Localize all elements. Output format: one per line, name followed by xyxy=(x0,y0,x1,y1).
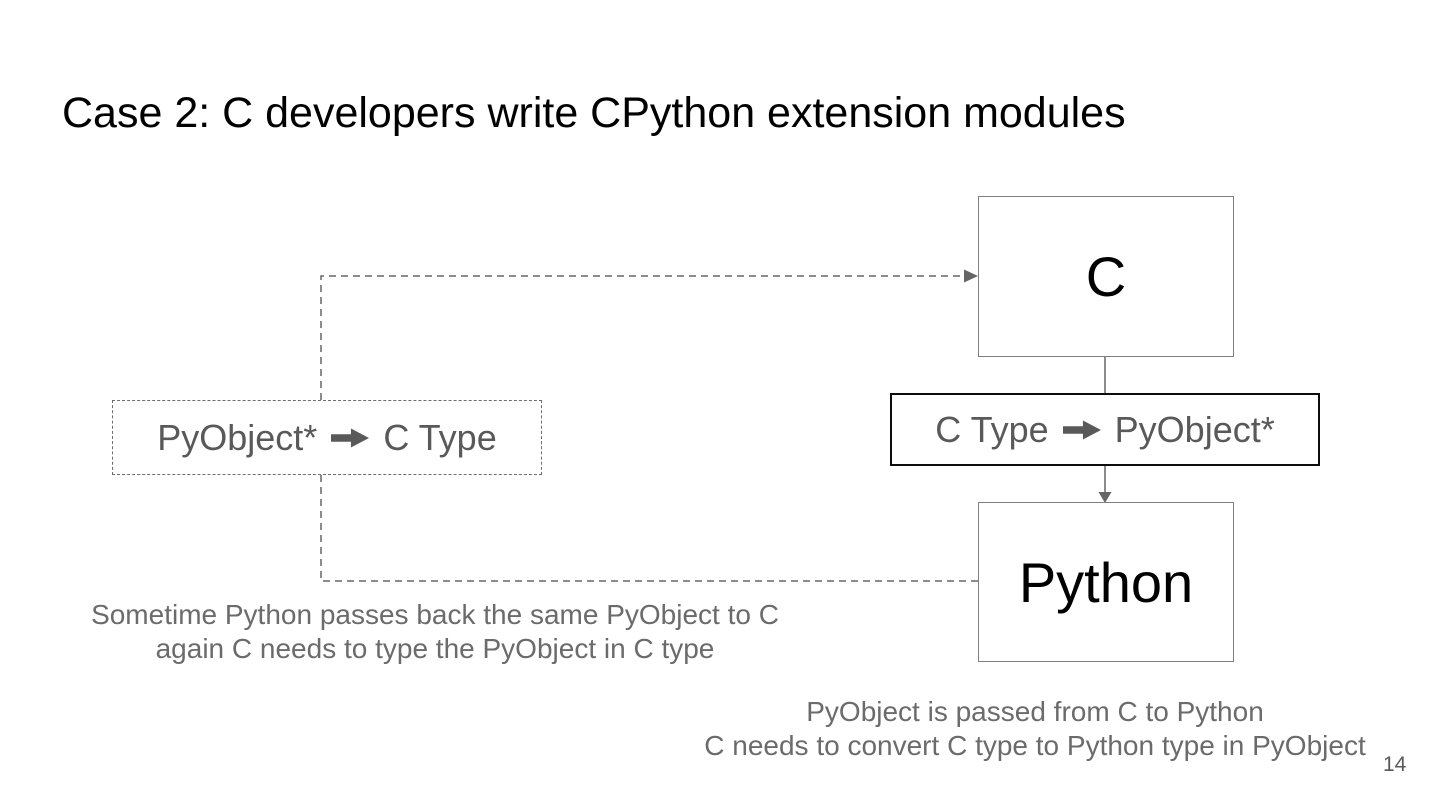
node-python: Python xyxy=(978,502,1234,662)
node-ctype-to-pyobject: C Type PyObject* xyxy=(890,393,1320,466)
caption-line: again C needs to type the PyObject in C … xyxy=(155,633,715,664)
slide-title: Case 2: C developers write CPython exten… xyxy=(62,89,1126,137)
node-c: C xyxy=(978,196,1234,357)
caption-line: Sometime Python passes back the same PyO… xyxy=(91,599,779,630)
caption-pyobject-passed: PyObject is passed from C to Python C ne… xyxy=(685,695,1385,763)
right-arrow-icon xyxy=(331,426,370,450)
dashed-connector-python-to-conversion xyxy=(320,475,978,582)
ctype-to-pyobject-left-label: C Type xyxy=(935,408,1049,450)
caption-line: PyObject is passed from C to Python xyxy=(806,696,1264,727)
caption-python-passes-back: Sometime Python passes back the same PyO… xyxy=(85,598,785,666)
page-number: 14 xyxy=(1383,753,1407,776)
right-arrow-icon xyxy=(1062,418,1101,442)
node-pyobject-to-ctype: PyObject* C Type xyxy=(112,400,542,475)
arrowhead-into-c-icon xyxy=(964,269,978,283)
node-c-label: C xyxy=(1085,245,1127,308)
ctype-to-pyobject-right-label: PyObject* xyxy=(1114,408,1275,450)
pyobject-to-ctype-right-label: C Type xyxy=(383,416,497,458)
node-python-label: Python xyxy=(1018,550,1194,614)
caption-line: C needs to convert C type to Python type… xyxy=(704,730,1366,761)
pyobject-to-ctype-left-label: PyObject* xyxy=(157,416,318,458)
dashed-connector-conversion-to-c xyxy=(320,275,966,400)
